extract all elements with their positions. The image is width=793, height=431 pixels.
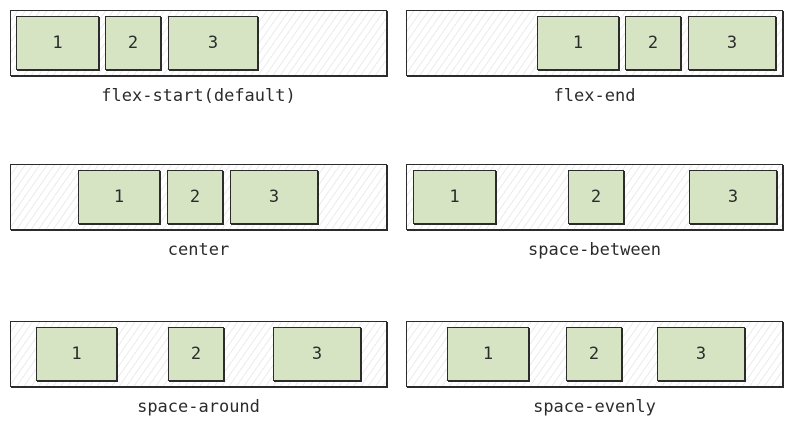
flex-item: 3: [689, 170, 777, 224]
flex-item: 3: [688, 16, 776, 70]
panel-caption: center: [167, 240, 230, 260]
item-label: 1: [113, 187, 125, 207]
flex-item: 1: [16, 16, 99, 70]
panel-flex-start: 1 2 3 flex-start(default): [10, 10, 387, 106]
flex-container: 1 2 3: [10, 321, 387, 387]
item-label: 2: [127, 33, 139, 53]
flex-container: 1 2 3: [406, 321, 783, 387]
item-label: 1: [449, 187, 460, 207]
flex-item: 1: [413, 170, 496, 224]
item-label: 2: [590, 187, 602, 207]
flex-container: 1 2 3: [406, 10, 783, 76]
item-label: 2: [588, 344, 600, 364]
item-label: 2: [647, 33, 659, 53]
item-label: 3: [695, 344, 707, 364]
flex-container: 1 2 3: [10, 10, 387, 76]
item-label: 2: [190, 344, 202, 364]
flex-item: 1: [537, 16, 619, 70]
flex-item: 3: [168, 16, 258, 70]
item-label: 2: [189, 187, 201, 207]
panel-space-evenly: 1 2 3 space-evenly: [406, 321, 783, 417]
flex-item: 1: [36, 327, 117, 381]
flex-item: 2: [566, 327, 622, 381]
item-label: 3: [311, 344, 323, 364]
item-label: 1: [482, 344, 494, 364]
item-label: 3: [726, 33, 738, 53]
item-label: 1: [71, 344, 82, 364]
item-label: 3: [268, 187, 280, 207]
flex-item: 1: [447, 327, 529, 381]
flex-item: 2: [105, 16, 161, 70]
flex-item: 2: [168, 327, 224, 381]
flex-item: 3: [273, 327, 361, 381]
panel-space-around: 1 2 3 space-around: [10, 321, 387, 417]
flex-item: 3: [230, 170, 318, 224]
panel-center: 1 2 3 center: [10, 164, 387, 260]
item-label: 3: [207, 33, 219, 53]
panel-space-between: 1 2 3 space-between: [406, 164, 783, 260]
flex-item: 2: [625, 16, 681, 70]
flex-item: 1: [78, 170, 160, 224]
panel-caption: flex-start(default): [101, 86, 296, 106]
panel-caption: flex-end: [553, 86, 636, 106]
item-label: 3: [727, 187, 739, 207]
flex-item: 2: [568, 170, 624, 224]
flex-item: 3: [657, 327, 745, 381]
panel-caption: space-around: [137, 397, 260, 417]
flex-item: 2: [167, 170, 223, 224]
flex-container: 1 2 3: [406, 164, 783, 230]
item-label: 1: [572, 33, 584, 53]
item-label: 1: [52, 33, 63, 53]
flex-container: 1 2 3: [10, 164, 387, 230]
panel-flex-end: 1 2 3 flex-end: [406, 10, 783, 106]
panel-caption: space-between: [527, 240, 662, 260]
panel-caption: space-evenly: [533, 397, 656, 417]
